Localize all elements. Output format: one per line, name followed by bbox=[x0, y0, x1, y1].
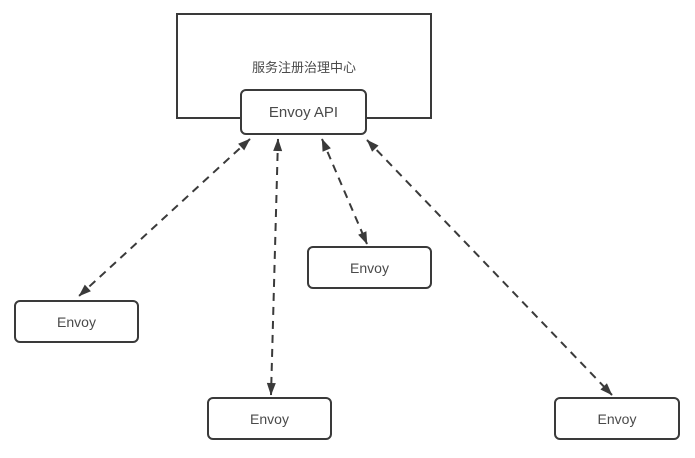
arrow-api-to-envoy-left bbox=[78, 138, 251, 297]
envoy-node-label: Envoy bbox=[250, 410, 289, 427]
envoy-api-label: Envoy API bbox=[268, 103, 339, 121]
arrow-api-to-envoy-bottom-right bbox=[366, 139, 613, 396]
envoy-node-upper-middle: Envoy bbox=[307, 246, 432, 289]
arrow-api-to-envoy-bottom-middle bbox=[266, 138, 283, 396]
envoy-node-left: Envoy bbox=[14, 300, 139, 343]
envoy-node-bottom-middle: Envoy bbox=[207, 397, 332, 440]
arrow-api-to-envoy-upper-middle bbox=[321, 138, 368, 245]
envoy-node-bottom-right: Envoy bbox=[554, 397, 680, 440]
envoy-api-box: Envoy API bbox=[240, 89, 367, 135]
envoy-node-label: Envoy bbox=[597, 410, 637, 427]
registry-center-label: 服务注册治理中心 bbox=[251, 59, 356, 75]
envoy-node-label: Envoy bbox=[350, 259, 389, 276]
envoy-node-label: Envoy bbox=[57, 313, 96, 330]
